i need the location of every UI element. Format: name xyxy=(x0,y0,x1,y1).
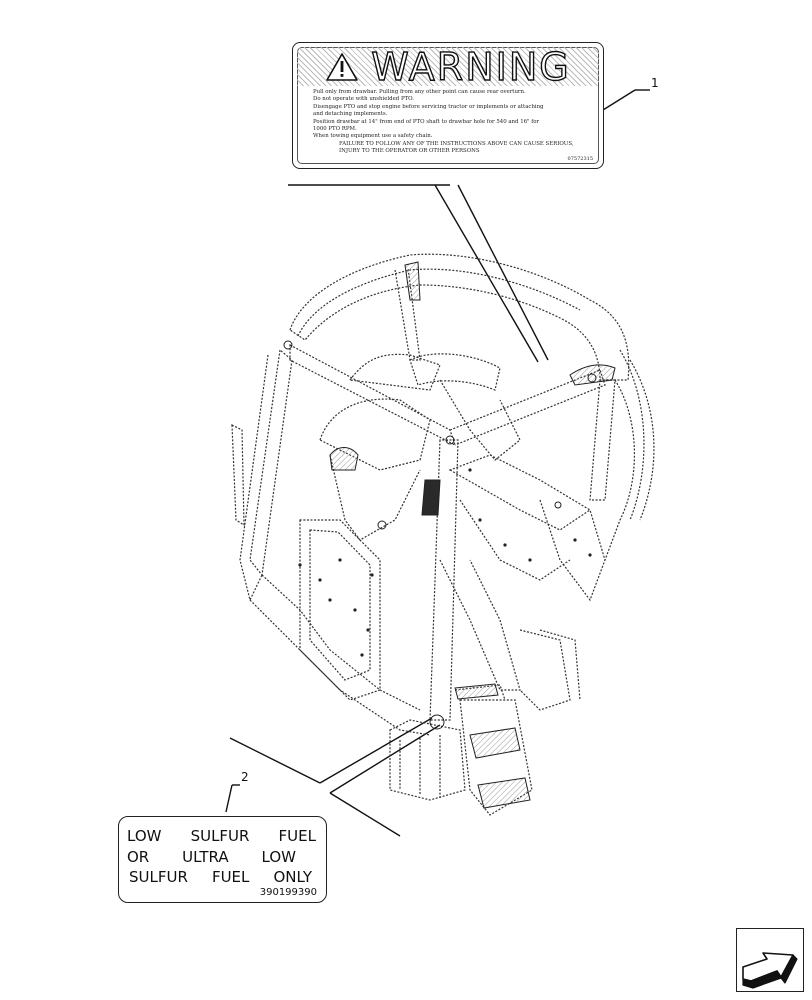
warning-line: Disengage PTO and stop engine before ser… xyxy=(313,103,544,110)
warning-footer-line: INJURY TO THE OPERATOR OR OTHER PERSONS xyxy=(339,148,480,155)
fuel-decal-row: SULFUR FUEL ONLY xyxy=(129,867,312,887)
warning-title: WARNING xyxy=(371,45,571,89)
fuel-word: LOW xyxy=(127,827,162,845)
fuel-word: ONLY xyxy=(273,868,312,886)
cab-frame xyxy=(231,253,655,816)
fuel-word: LOW xyxy=(261,848,296,866)
warning-text: Pull only from drawbar. Pulling from any… xyxy=(313,89,581,156)
warning-part-code: 07572315 xyxy=(567,156,593,162)
leader-lines xyxy=(225,89,650,837)
warning-line: Position drawbar at 14" from end of PTO … xyxy=(313,118,540,125)
warning-line: 1000 PTO RPM. xyxy=(313,126,357,133)
fuel-decal: LOW SULFUR FUEL OR ULTRA LOW SULFUR FUEL… xyxy=(118,816,327,903)
warning-footer-line: FAILURE TO FOLLOW ANY OF THE INSTRUCTION… xyxy=(339,140,574,147)
fuel-decal-row: LOW SULFUR FUEL xyxy=(127,826,316,846)
next-page-arrow-icon xyxy=(742,952,798,989)
fuel-part-code: 390199390 xyxy=(259,887,317,898)
callout-1: 1 xyxy=(651,76,659,90)
fuel-decal-row: OR ULTRA LOW xyxy=(127,847,296,867)
warning-line: and detaching implements. xyxy=(313,111,388,118)
fuel-word: ULTRA xyxy=(182,848,229,866)
warning-header: WARNING xyxy=(293,45,603,89)
warning-line: When towing equipment use a safety chain… xyxy=(313,133,433,140)
warning-decal: WARNING Pull only from drawbar. Pulling … xyxy=(292,42,604,169)
fuel-word: OR xyxy=(127,848,150,866)
fastener-dots xyxy=(298,468,592,657)
fuel-word: SULFUR xyxy=(190,827,250,845)
fuel-word: FUEL xyxy=(211,868,250,886)
callout-2: 2 xyxy=(241,770,249,784)
cab-details xyxy=(283,261,616,809)
fuel-word: FUEL xyxy=(278,827,316,845)
warning-triangle-icon xyxy=(326,53,359,81)
warning-line: Do not operate with unshielded PTO. xyxy=(313,96,414,103)
next-page-button[interactable] xyxy=(736,928,804,992)
warning-line: Pull only from drawbar. Pulling from any… xyxy=(313,89,526,95)
fuel-word: SULFUR xyxy=(129,868,188,886)
